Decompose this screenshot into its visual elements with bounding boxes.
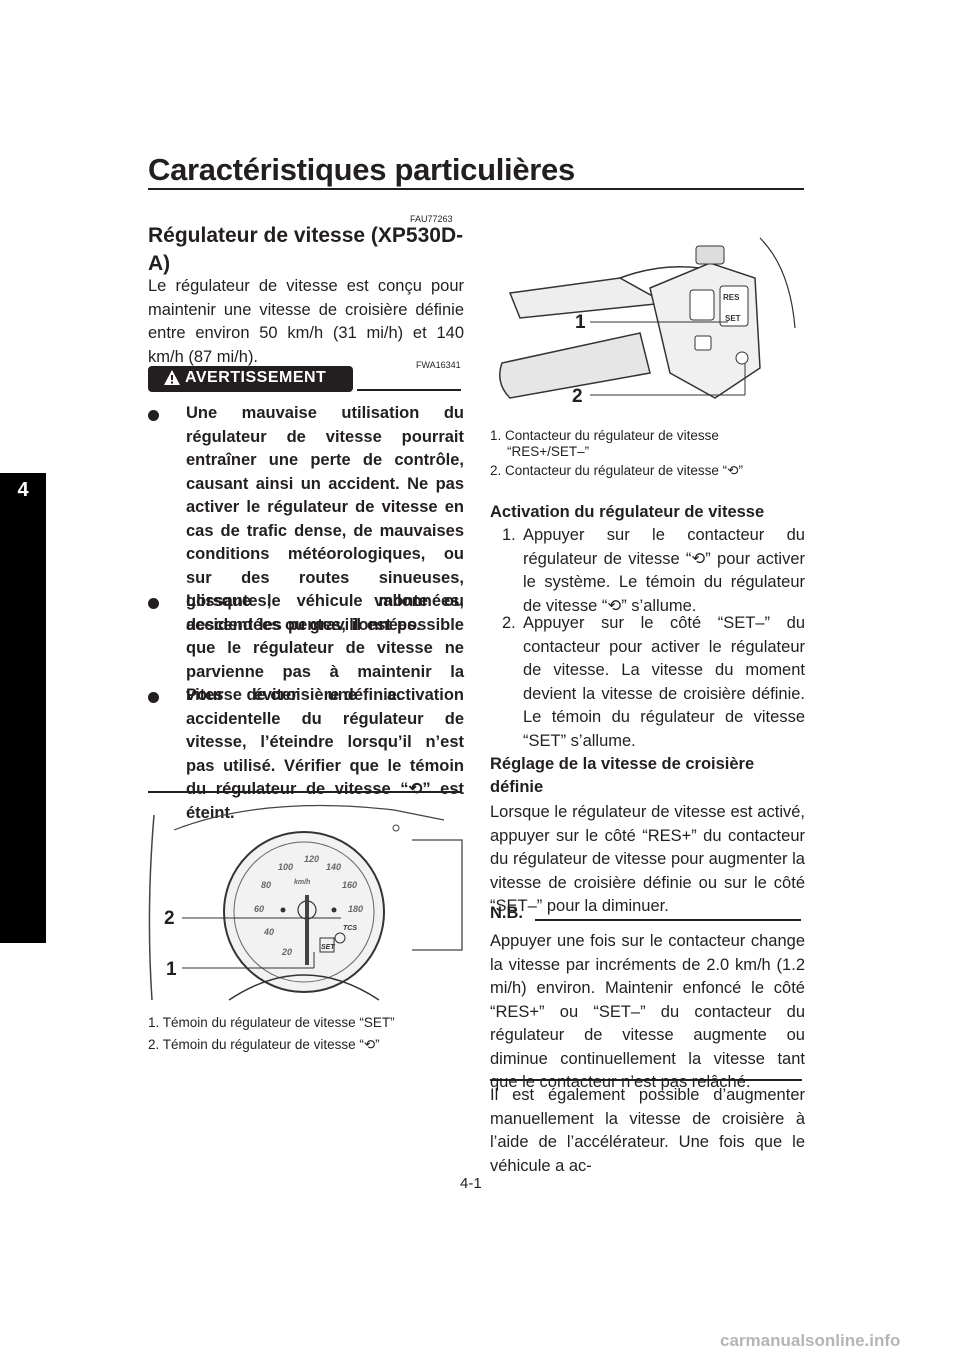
set-indicator: SET [321,944,335,951]
cruise-indicator-icon [334,932,346,944]
step-text: Appuyer sur le contacteur du régulateur … [523,526,805,615]
callout-1: 1 [575,312,586,333]
step-text: Appuyer sur le côté “SET–” du contacteur… [523,614,805,750]
page-title: Caractéristiques particulières [148,152,575,187]
bullet-icon [148,598,159,609]
gauge-label: 180 [348,904,363,914]
activation-step: 1. Appuyer sur le contacteur du régulate… [490,524,805,618]
warning-item-text: Pour éviter une activation accidentelle … [186,686,464,822]
warning-icon [164,370,180,385]
gauge-label: 40 [263,927,274,937]
note-rule-top [535,919,801,921]
continuation-paragraph: Il est également possible d’augmenter ma… [490,1086,805,1175]
gauge-label: 80 [261,880,271,890]
chapter-tab [0,473,46,943]
gauge-unit: km/h [294,879,310,886]
bullet-icon [148,692,159,703]
step-number: 1. [502,526,516,544]
gauge-label: 120 [304,854,319,864]
section-code: FAU77263 [410,214,453,224]
section-heading: Régulateur de vitesse (XP530D-A) [148,224,464,275]
figure2-caption: 2. Contacteur du régulateur de vitesse “… [490,463,743,478]
watermark: carmanualsonline.info [720,1331,901,1350]
gauge-label: 140 [326,862,341,872]
callout-2: 2 [164,908,175,929]
warning-rule-bottom [148,791,460,793]
setting-heading: Réglage de la vitesse de croisière défin… [490,755,755,796]
chapter-tab-number: 4 [17,479,29,501]
warning-item: Pour éviter une activation accidentelle … [148,684,464,825]
warning-code: FWA16341 [416,360,461,370]
gauge-label: 20 [281,947,292,957]
handlebar-switch-illustration: RES SET 1 2 [499,237,796,407]
figure1-caption: 2. Témoin du régulateur de vitesse “⟲” [148,1037,380,1052]
page-number: 4-1 [460,1175,482,1192]
step-number: 2. [502,614,516,632]
res-label: RES [723,293,740,302]
warning-item-text: Lorsque le véhicule monte ou descend les… [186,592,464,704]
callout-1: 1 [166,959,177,980]
gauge-label: 60 [254,904,264,914]
activation-step: 2. Appuyer sur le côté “SET–” du contact… [490,612,805,753]
note-label: N.B. [490,904,523,922]
figure2-caption: “RES+/SET–” [507,444,590,459]
bullet-icon [148,410,159,421]
figure1-caption: 1. Témoin du régulateur de vitesse “SET” [148,1015,395,1030]
warning-item: Une mauvaise utilisation du régulateur d… [148,402,464,637]
cruise-switch-icon [735,351,749,365]
warning-rule-top [357,389,461,391]
warning-label-box [148,366,353,392]
intro-paragraph: Le régulateur de vitesse est conçu pour … [148,277,464,366]
gauge-label: 160 [342,880,357,890]
warning-item-text: Une mauvaise utilisation du régulateur d… [186,404,464,634]
tcs-indicator: TCS [343,925,357,932]
callout-2: 2 [572,386,583,407]
figure2-caption: 1. Contacteur du régulateur de vitesse [490,428,719,443]
speedometer-illustration: 20 40 60 80 100 120 140 160 180 km/h TCS… [148,804,463,1001]
note-text: Appuyer une fois sur le contacteur chang… [490,932,805,1091]
title-rule [148,188,804,190]
set-label: SET [725,314,741,323]
setting-paragraph: Lorsque le régulateur de vitesse est act… [490,803,805,915]
warning-item: Lorsque le véhicule monte ou descend les… [148,590,464,708]
note-rule-bottom [490,1079,802,1081]
gauge-label: 100 [278,862,293,872]
warning-label: AVERTISSEMENT [185,369,327,386]
activation-heading: Activation du régulateur de vitesse [490,503,765,521]
